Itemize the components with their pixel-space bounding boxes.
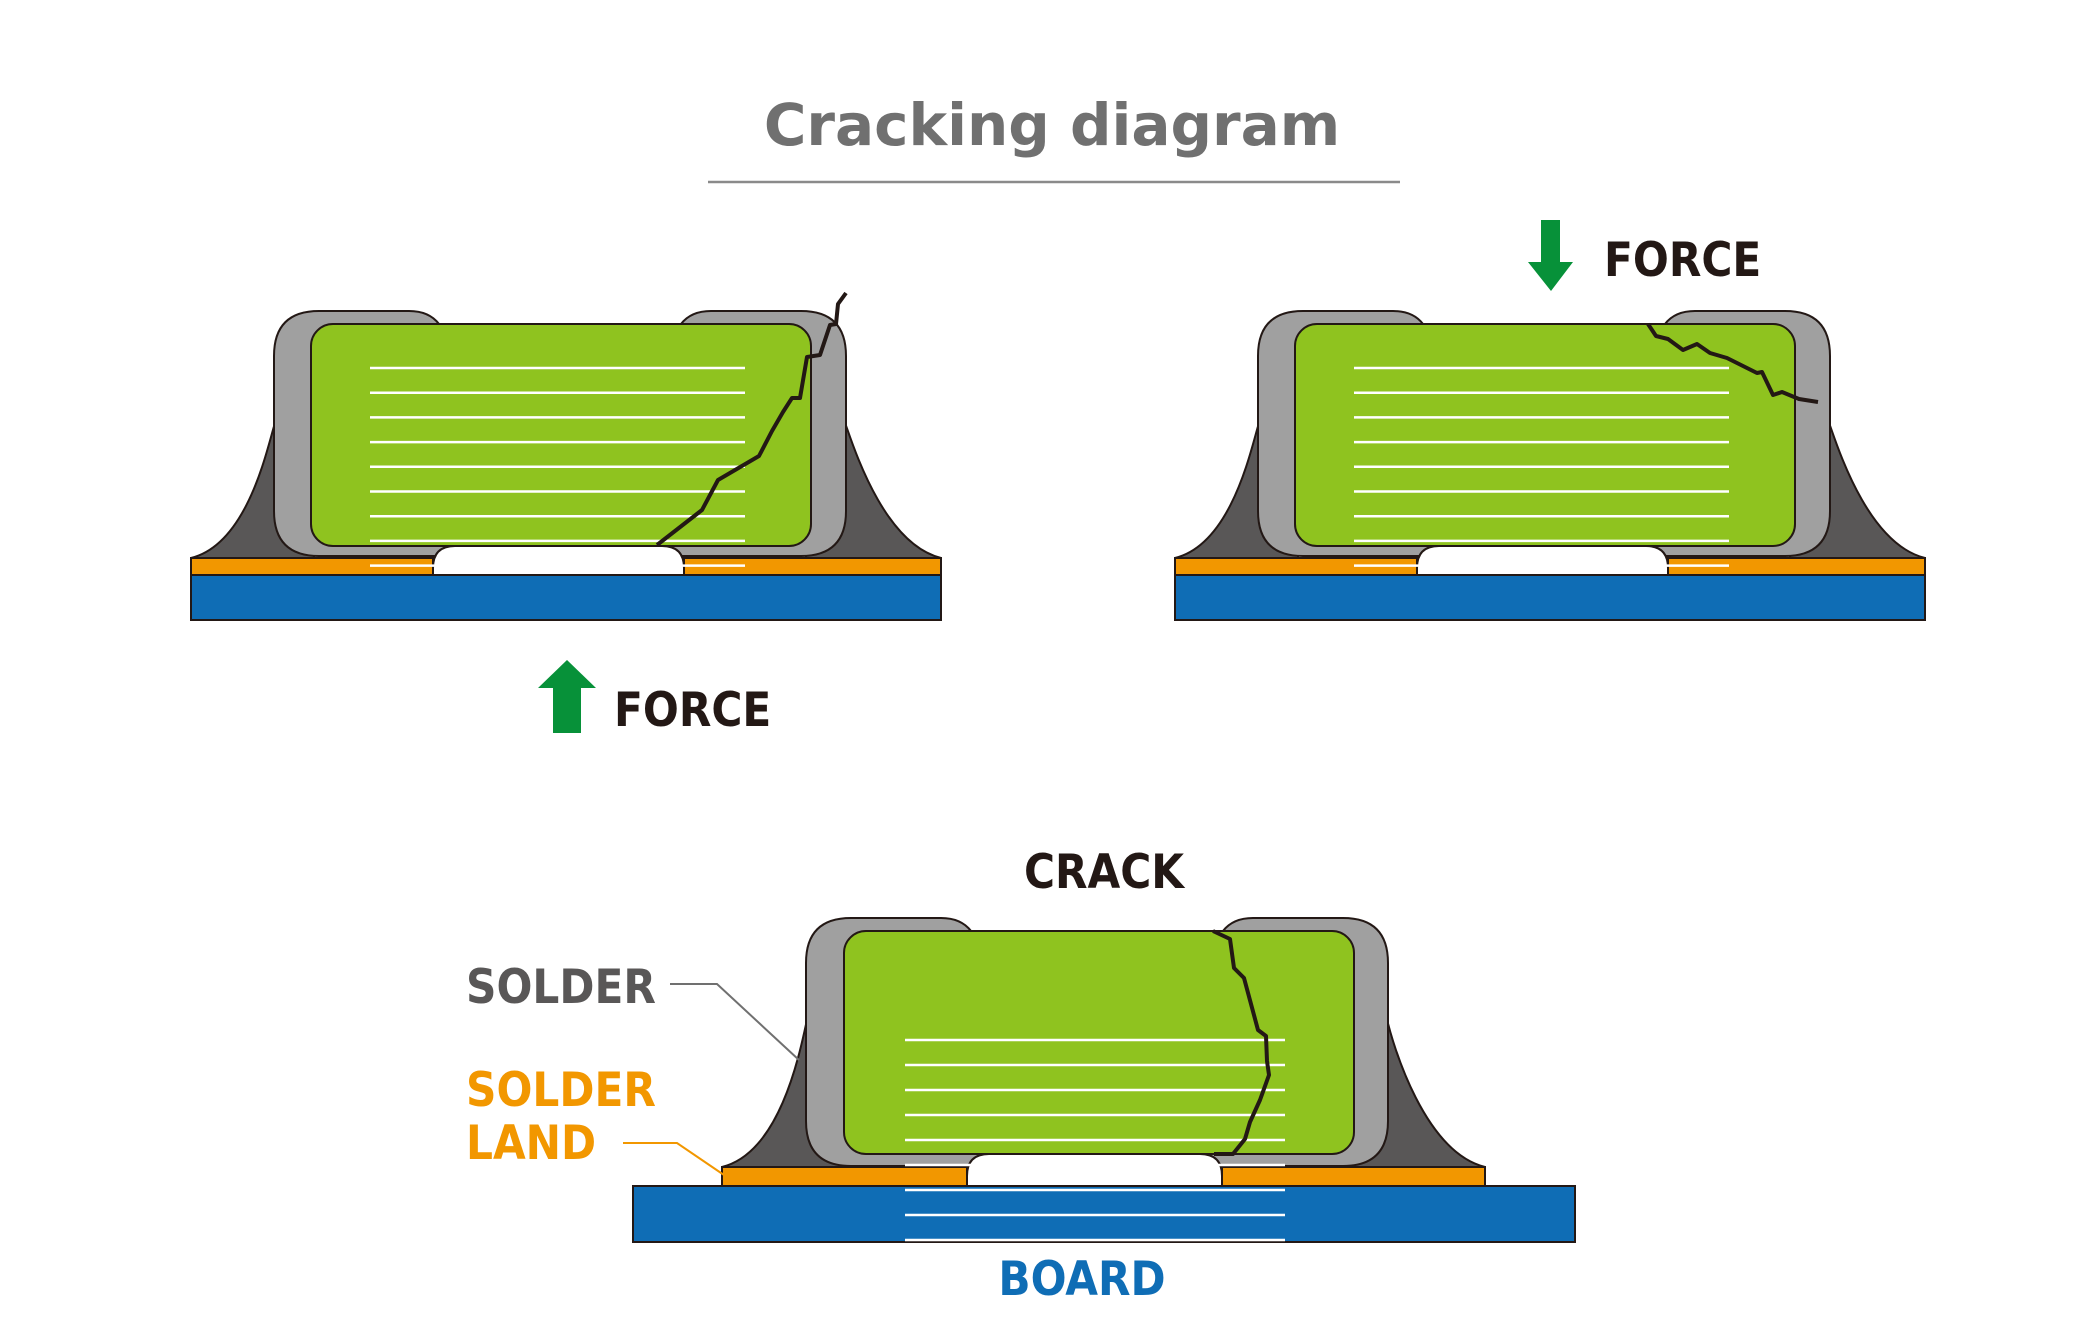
solder-land-right: [1221, 1166, 1486, 1187]
solder-land-label-line1: SOLDER: [466, 1063, 656, 1118]
solder-leader-line: [670, 983, 800, 1061]
force-label-down: FORCE: [1604, 233, 1761, 288]
pad-gap: [966, 1153, 1223, 1187]
ceramic-body: [843, 930, 1355, 1155]
diagram-title: Cracking diagram: [764, 91, 1340, 159]
crack-line: [655, 291, 848, 547]
solder-land-label-line2: LAND: [466, 1116, 596, 1171]
capacitor-labeled: [632, 917, 1576, 1243]
solder-land-leader-line: [623, 1142, 725, 1176]
force-label-up: FORCE: [614, 683, 771, 738]
board: [1174, 574, 1926, 621]
capacitor-top-pressure: [1174, 310, 1926, 621]
board: [190, 574, 942, 621]
pad-gap: [432, 545, 685, 576]
crack-label: CRACK: [1024, 845, 1186, 900]
crack-line: [1212, 929, 1271, 1156]
pad-gap: [1416, 545, 1669, 576]
solder-land-left: [721, 1166, 968, 1187]
force-up-arrow-icon: [538, 660, 596, 733]
board-label: BOARD: [998, 1252, 1165, 1307]
force-down-arrow-icon: [1528, 220, 1573, 291]
capacitor-board-bending: [190, 291, 942, 621]
solder-label: SOLDER: [466, 960, 656, 1015]
ceramic-body: [310, 323, 812, 547]
crack-line: [1646, 322, 1819, 404]
